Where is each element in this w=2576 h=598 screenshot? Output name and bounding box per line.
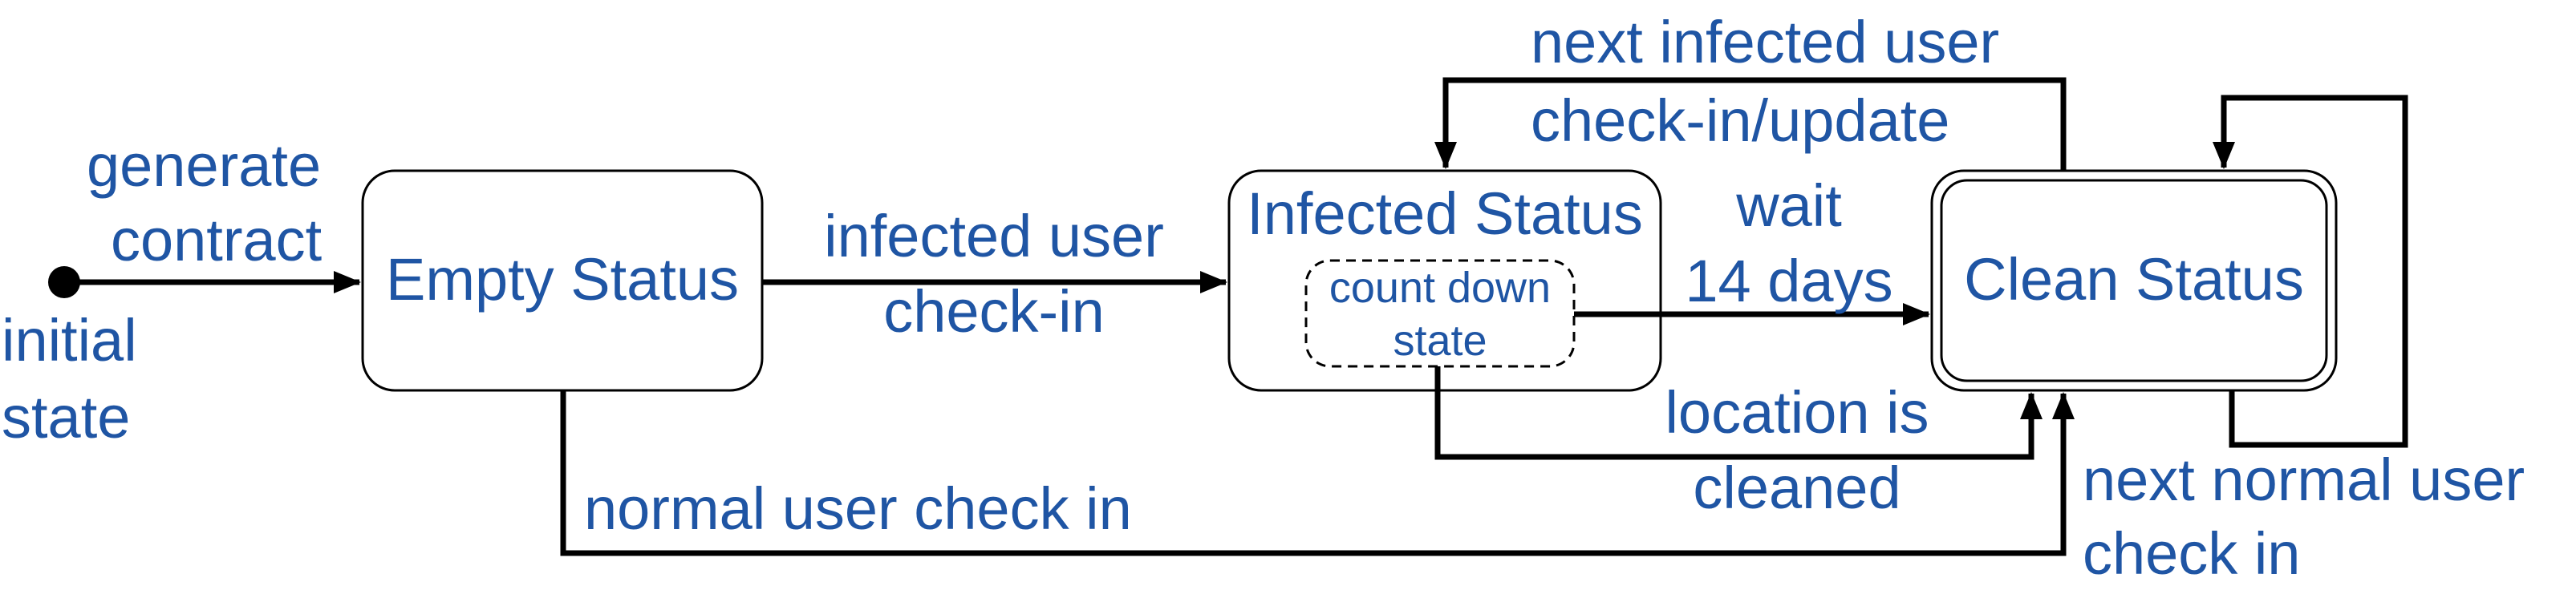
wait-label-line2: 14 days xyxy=(1685,248,1893,314)
countdown-label-line1: count down xyxy=(1329,264,1552,312)
generate-contract-label-line2: contract xyxy=(111,207,323,273)
next-infected-arrow xyxy=(1434,77,2067,171)
normal-checkin-label: normal user check in xyxy=(584,475,1132,542)
infected-checkin-label-line2: check-in xyxy=(883,278,1105,345)
infected-checkin-label-line1: infected user xyxy=(824,203,1164,269)
next-normal-loop-arrow xyxy=(2213,95,2408,448)
infected-status-label: Infected Status xyxy=(1247,180,1643,247)
next-normal-label-line2: check in xyxy=(2083,520,2301,587)
generate-contract-label-line1: generate xyxy=(87,132,322,199)
clean-status-box-inner xyxy=(1940,179,2328,382)
wait-label-line1: wait xyxy=(1736,172,1842,239)
clean-status-label: Clean Status xyxy=(1964,246,2304,313)
clean-status-box-outer xyxy=(1930,169,2338,392)
next-normal-label-line1: next normal user xyxy=(2083,446,2525,513)
next-infected-label-line1: next infected user xyxy=(1531,9,2000,75)
location-cleaned-label-line2: cleaned xyxy=(1693,455,1901,521)
initial-state-label-line2: state xyxy=(2,384,131,451)
normal-checkin-arrow xyxy=(560,390,2075,556)
next-infected-label-line2: check-in/update xyxy=(1531,87,1950,154)
initial-state-label-line1: initial xyxy=(2,307,137,374)
empty-status-label: Empty Status xyxy=(385,246,740,313)
location-cleaned-arrow xyxy=(1434,366,2043,460)
countdown-substate-box xyxy=(1304,259,1576,368)
countdown-label-line2: state xyxy=(1393,317,1487,365)
location-cleaned-label-line1: location is xyxy=(1665,379,1929,446)
